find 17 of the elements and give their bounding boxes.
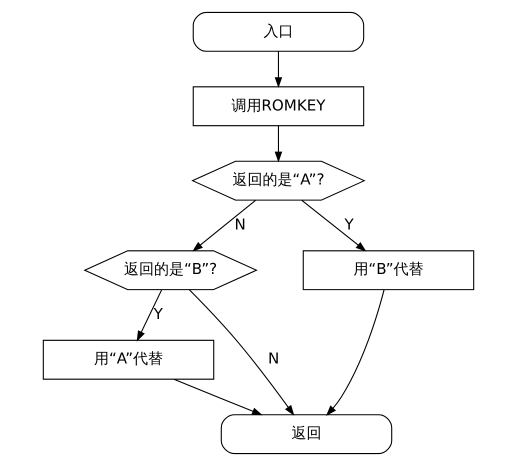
node-box: 入口 (192, 12, 364, 52)
arrow (274, 52, 282, 88)
arrow (136, 290, 162, 342)
arrow (326, 290, 385, 416)
node-box: 返回 (220, 414, 392, 454)
edge-label: N (234, 215, 246, 234)
node-box: 用“A”代替 (42, 340, 214, 380)
arrow (301, 200, 366, 252)
arrow (192, 200, 256, 252)
edge-label: Y (344, 215, 354, 234)
arrow (274, 126, 282, 162)
node-box: 调用ROMKEY (192, 86, 364, 126)
arrow (174, 378, 263, 416)
arrow (188, 289, 294, 416)
edge-label: N (268, 350, 280, 368)
node-box: 用“B”代替 (302, 250, 474, 290)
edge-label: Y (154, 304, 163, 323)
